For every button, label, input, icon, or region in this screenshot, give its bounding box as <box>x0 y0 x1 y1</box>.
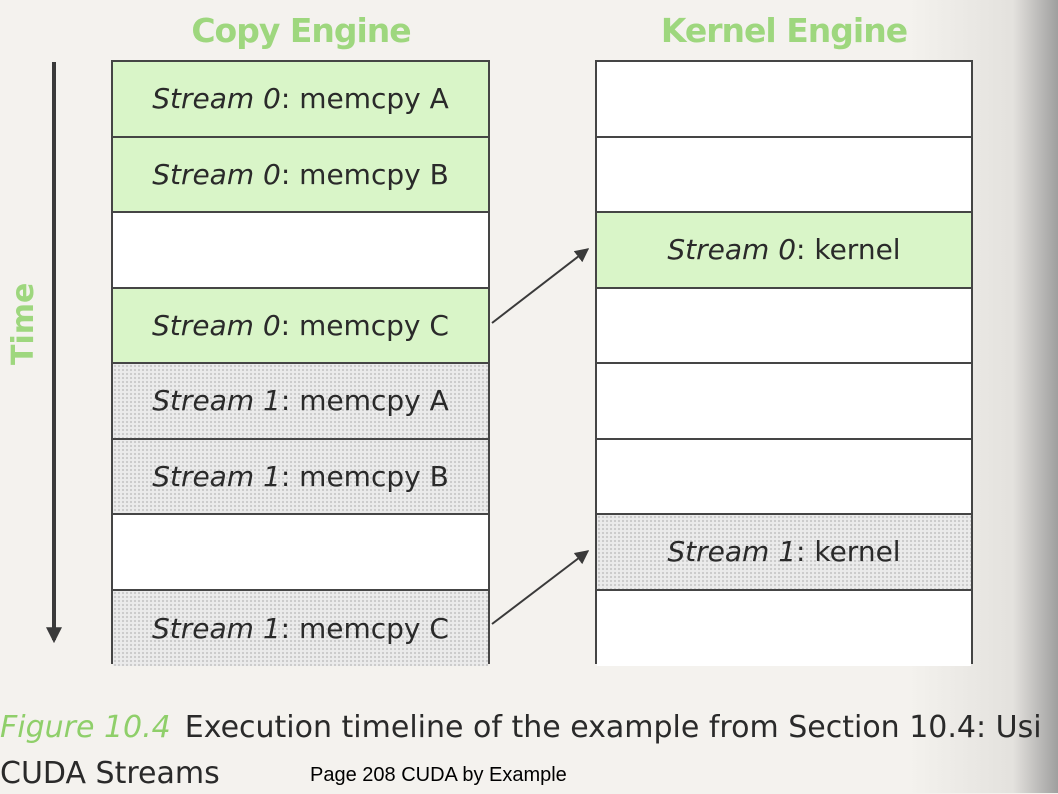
stream-name: Stream 1 <box>667 535 797 569</box>
operation-label: : memcpy C <box>280 308 449 342</box>
stream-name: Stream 1 <box>152 611 281 645</box>
caption-text: Execution timeline of the example from S… <box>184 710 1042 745</box>
operation-label: : memcpy B <box>280 459 449 493</box>
kernel-engine-slot <box>597 137 971 213</box>
kernel-engine-slot: Stream 0: kernel <box>597 213 971 289</box>
kernel-engine-slot: Stream 1: kernel <box>597 515 971 591</box>
kernel-engine-slot <box>597 62 971 138</box>
kernel-engine-slot <box>597 590 971 666</box>
operation-label: : kernel <box>796 233 901 267</box>
caption-line-2: CUDA Streams <box>0 756 220 791</box>
stream-name: Stream 0 <box>152 82 281 116</box>
copy-engine-slot: Stream 0: memcpy A <box>113 62 488 138</box>
copy-engine-slot: Stream 0: memcpy B <box>113 137 488 213</box>
figure-number: Figure 10.4 <box>0 710 171 745</box>
kernel-engine-title: Kernel Engine <box>660 11 908 50</box>
copy-engine-slot <box>113 515 488 591</box>
stream-name: Stream 1 <box>152 459 281 493</box>
copy-engine-title: Copy Engine <box>191 11 411 50</box>
operation-label: : memcpy A <box>280 82 449 116</box>
operation-label: : memcpy A <box>280 384 449 418</box>
operation-label: : kernel <box>796 535 901 569</box>
stream-name: Stream 1 <box>152 384 281 418</box>
kernel-engine-slot <box>597 439 971 515</box>
copy-engine-slot: Stream 1: memcpy C <box>113 590 488 666</box>
stream0-dependency-arrow <box>491 248 590 324</box>
stream-name: Stream 0 <box>152 157 281 191</box>
operation-label: : memcpy C <box>280 611 449 645</box>
stream1-dependency-arrow <box>491 550 590 625</box>
stream-name: Stream 0 <box>667 233 797 267</box>
stream-name: Stream 0 <box>152 308 281 342</box>
kernel-engine-slot <box>597 364 971 440</box>
copy-engine-slot: Stream 1: memcpy B <box>113 439 488 515</box>
copy-engine-slot: Stream 1: memcpy A <box>113 364 488 440</box>
kernel-engine-slot <box>597 288 971 364</box>
figure-caption: Figure 10.4 Execution timeline of the exa… <box>0 708 1042 748</box>
operation-label: : memcpy B <box>280 157 449 191</box>
copy-engine-slot <box>113 213 488 289</box>
copy-engine-slot: Stream 0: memcpy C <box>113 288 488 364</box>
page-reference: Page 208 CUDA by Example <box>310 764 567 786</box>
